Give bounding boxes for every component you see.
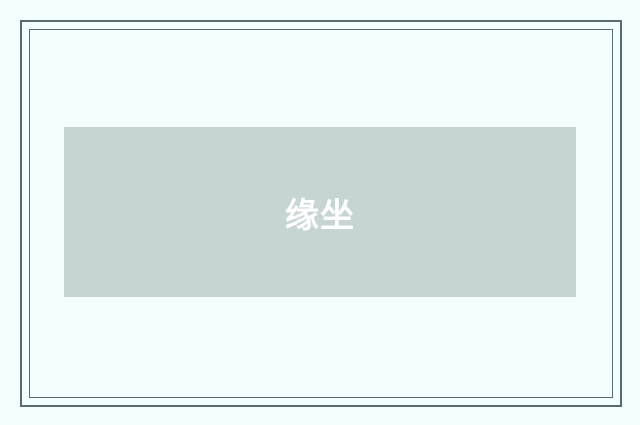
inner-frame-border — [29, 29, 613, 398]
outer-frame-border — [20, 20, 622, 407]
placeholder-banner: 缘坐 — [64, 127, 576, 297]
banner-title: 缘坐 — [285, 195, 355, 236]
